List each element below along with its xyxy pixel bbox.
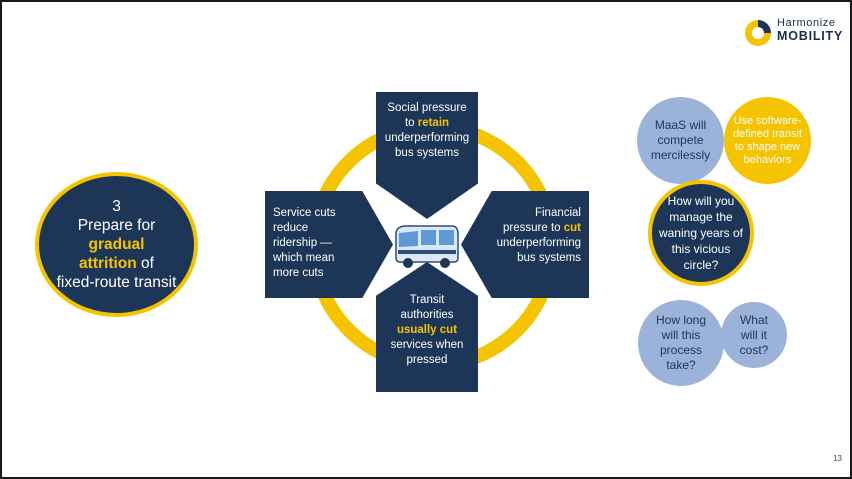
bus-icon [395, 225, 459, 268]
arrow-right-line-3: underperforming [496, 237, 581, 249]
arrow-bottom-line-4: services when [390, 339, 464, 351]
arrow-top-line-3: underperforming [384, 132, 470, 144]
logo-text-mobility: MOBILITY [777, 29, 844, 43]
page-number: 13 [833, 454, 842, 463]
step-highlight-attrition: attrition [79, 255, 137, 272]
arrow-bottom-line-2: authorities [400, 309, 454, 321]
arrow-left-line-2: reduce [273, 222, 309, 234]
step-number: 3 [112, 198, 121, 215]
cost-line-3: cost? [739, 342, 769, 357]
cycle-arrow-top: Social pressure to retain underperformin… [376, 92, 478, 219]
software-line-2: defined transit [732, 127, 803, 140]
cycle-arrow-right: Financial pressure to cut underperformin… [461, 191, 589, 298]
harmonize-logo: Harmonize MOBILITY [743, 15, 847, 53]
arrow-top-pre: to [404, 117, 418, 129]
arrow-bottom-line-1: Transit [409, 294, 445, 306]
maas-line-3: mercilessly [650, 148, 711, 162]
arrow-top-line-1: Social pressure [387, 102, 467, 114]
arrow-top-line-4: bus systems [395, 147, 459, 159]
how-long-line-1: How long [655, 313, 707, 327]
question-line-4: this vicious [671, 242, 731, 256]
arrow-left-line-1: Service cuts [273, 207, 336, 219]
step-of: of [136, 255, 154, 272]
circle-cost: What will it cost? [721, 302, 787, 368]
software-line-1: Use software- [733, 114, 802, 127]
software-line-3: to shape new [734, 140, 801, 153]
cost-line-2: will it [741, 327, 767, 342]
cost-line-1: What [739, 312, 768, 327]
arrow-right-line-1: Financial [534, 207, 581, 219]
arrow-right-pre: pressure to [503, 222, 564, 234]
arrow-right-line-4: bus systems [517, 252, 581, 264]
arrow-right-highlight: cut [563, 222, 581, 234]
software-line-4: behaviors [743, 153, 792, 166]
how-long-line-3: process [659, 343, 703, 357]
step-line-1: Prepare for [77, 217, 156, 234]
arrow-left-line-3: ridership — [273, 237, 332, 249]
circle-maas: MaaS will compete mercilessly [637, 97, 724, 184]
question-line-5: circle? [683, 258, 719, 272]
step-highlight-gradual: gradual [88, 236, 145, 253]
how-long-line-2: will this [661, 328, 701, 342]
maas-line-1: MaaS will [654, 118, 707, 132]
cycle-arrow-left: Service cuts reduce ridership — which me… [265, 191, 393, 298]
circle-question: How will you manage the waning years of … [648, 180, 754, 286]
arrow-bottom-highlight: usually cut [396, 324, 458, 336]
question-line-1: How will you [667, 194, 735, 208]
arrow-top-highlight: retain [417, 117, 450, 129]
arrow-bottom-line-5: pressed [406, 354, 448, 366]
arrow-left-line-4: which mean [273, 252, 335, 264]
logo-text-harmonize: Harmonize [777, 17, 836, 29]
question-line-2: manage the [669, 210, 733, 224]
circle-how-long: How long will this process take? [638, 300, 724, 386]
step-line-last: fixed-route transit [56, 274, 177, 291]
harmonize-logo-mark-icon [745, 20, 771, 46]
arrow-left-line-5: more cuts [273, 267, 324, 279]
circle-software-defined: Use software- defined transit to shape n… [724, 97, 811, 184]
maas-line-2: compete [657, 133, 704, 147]
how-long-line-4: take? [666, 358, 696, 372]
step-oval: 3 Prepare for gradual attrition of fixed… [35, 172, 198, 317]
question-line-3: waning years of [658, 226, 744, 240]
